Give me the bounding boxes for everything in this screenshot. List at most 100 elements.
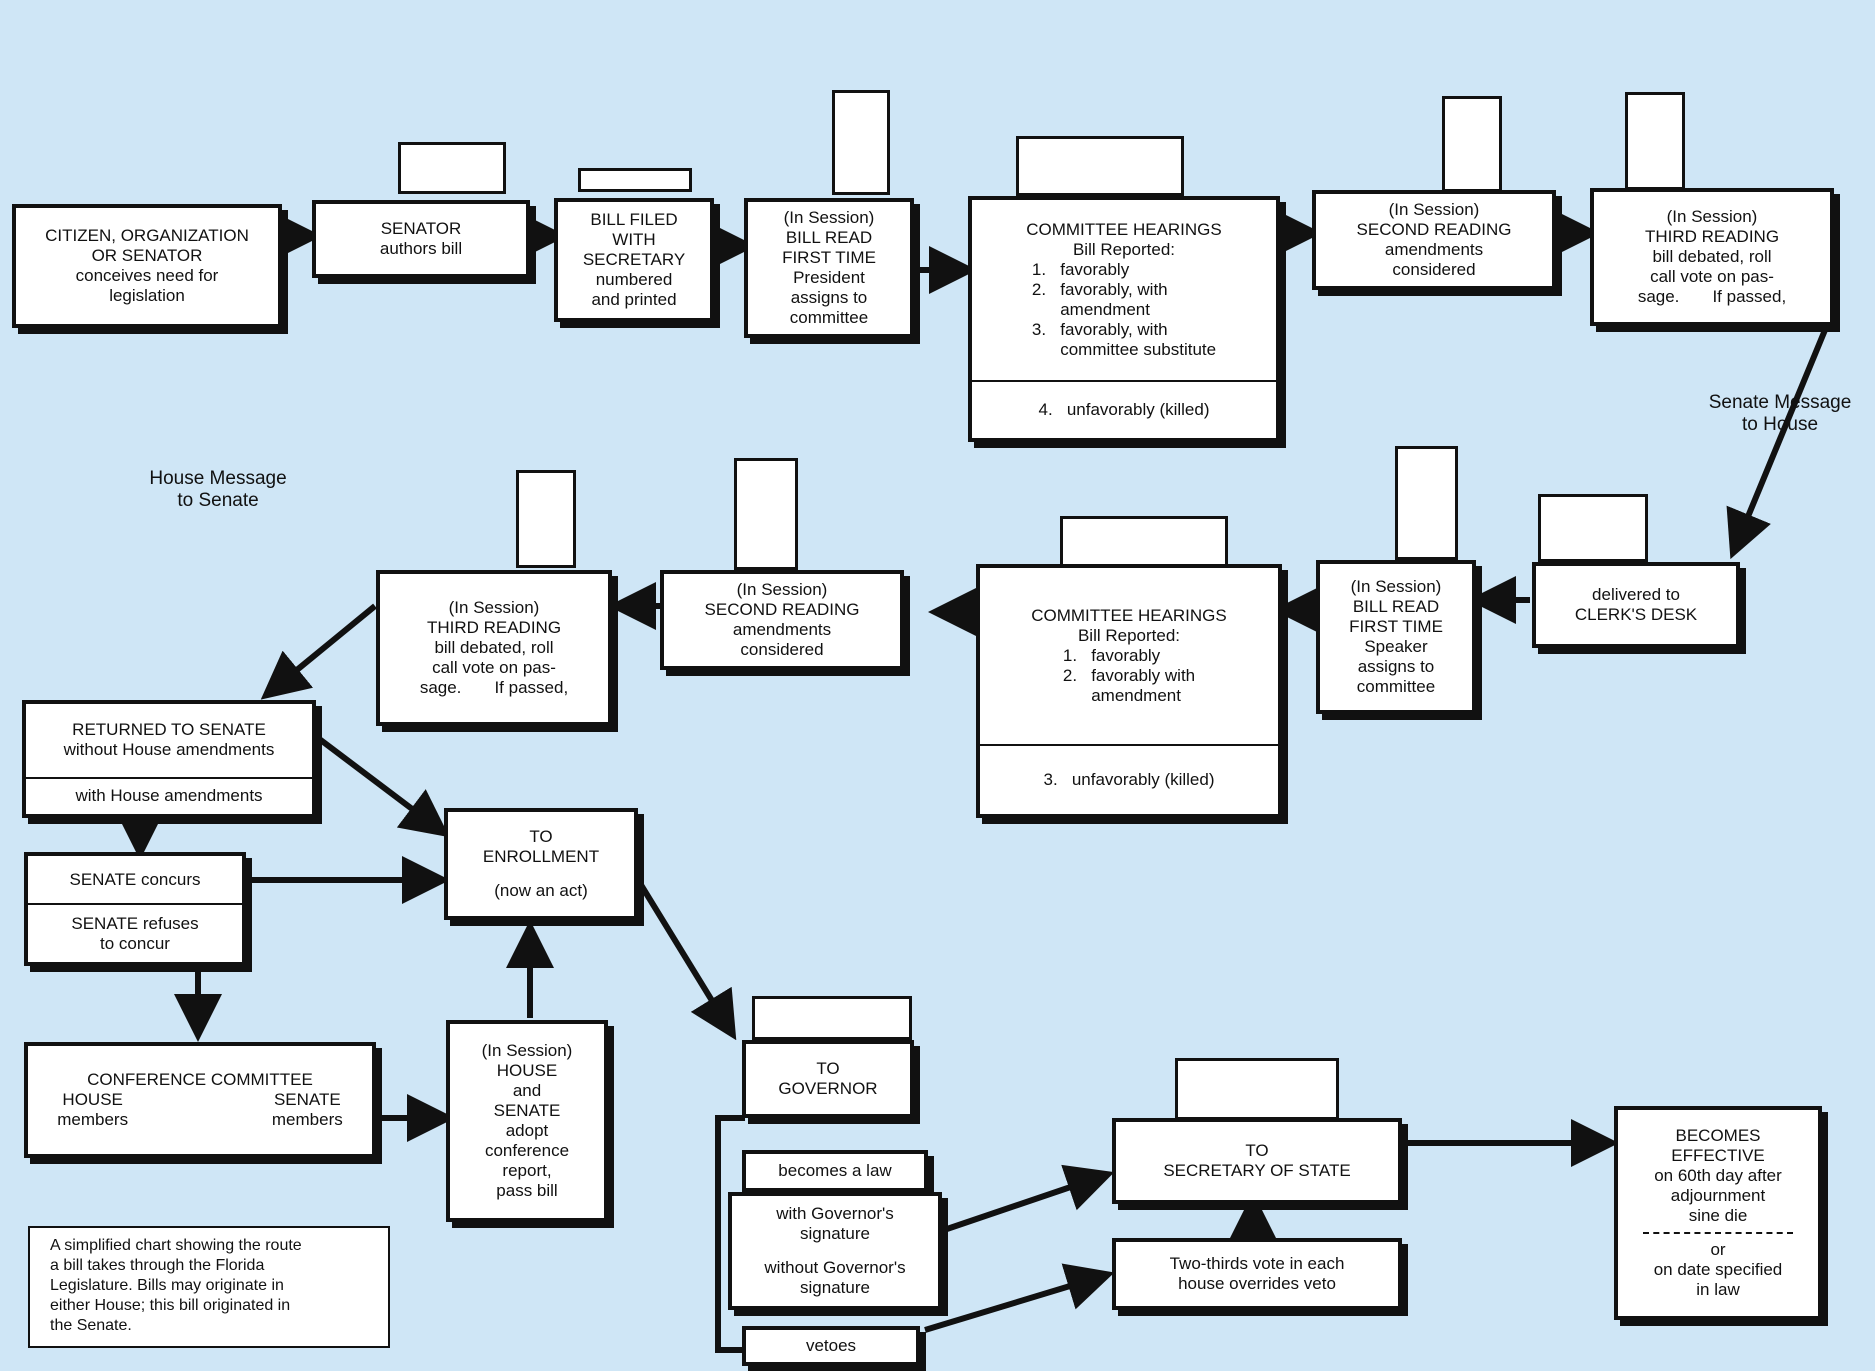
citizen-line-3: conceives need for <box>75 266 219 285</box>
senate-committee-killed: 4. unfavorably (killed) <box>972 380 1276 438</box>
senate-first-line-5: assigns to <box>790 288 868 307</box>
returned-without-text: without House amendments <box>63 740 275 760</box>
conference-senate-line-2: members <box>271 1110 343 1129</box>
filed-line-4: numbered <box>595 270 673 289</box>
conference-senate-line-1: SENATE <box>273 1090 341 1109</box>
filed-line-1: BILL FILED <box>590 210 678 229</box>
house-third-line-2: THIRD READING <box>426 618 562 637</box>
note-line-5: the Senate. <box>50 1317 132 1334</box>
arrow-vetoes-to-override <box>924 1263 1115 1333</box>
house-message-line-1: House Message <box>149 468 287 489</box>
senate-committee-item: 3. favorably, with <box>1031 320 1168 339</box>
senate-refuses: SENATE refuses to concur <box>28 903 242 962</box>
house-first-line-5: assigns to <box>1357 657 1435 676</box>
arrow-third-to-clerk <box>1726 328 1828 560</box>
conference-house-line-2: members <box>57 1110 129 1129</box>
conference-house-line-1: HOUSE <box>62 1090 123 1109</box>
senate-committee-title: COMMITTEE HEARINGS <box>1026 220 1222 239</box>
adopt-line-8: pass bill <box>496 1181 558 1200</box>
note-line-1: A simplified chart showing the route <box>50 1237 302 1254</box>
senate-committee-item: 2. favorably, with <box>1031 280 1168 299</box>
house-first-line-2: BILL READ <box>1352 597 1440 616</box>
returned-without-amendments: RETURNED TO SENATE without House amendme… <box>26 704 312 777</box>
house-committee-subtitle: Bill Reported: <box>1077 626 1181 645</box>
adopt-line-3: and <box>512 1081 542 1100</box>
filed-line-2: WITH <box>612 230 656 249</box>
senate-first-line-6: committee <box>789 308 869 327</box>
senate-concurs-text: SENATE concurs <box>69 869 201 889</box>
adopt-line-1: (In Session) <box>481 1041 573 1060</box>
conference-title: CONFERENCE COMMITTEE <box>87 1070 313 1089</box>
senate-committee-list: 1. favorably 2. favorably, with amendmen… <box>1032 260 1216 360</box>
governor-line-1: TO <box>816 1059 840 1078</box>
clerk-line-1: delivered to <box>1592 585 1680 604</box>
senate-second-reading-box: (In Session) SECOND READING amendments c… <box>1312 190 1556 290</box>
senate-message-label: Senate Message to House <box>1690 392 1870 436</box>
effective-line-8: in law <box>1696 1280 1740 1299</box>
senate-concur-box: SENATE concurs SENATE refuses to concur <box>24 852 246 966</box>
explanatory-note: A simplified chart showing the route a b… <box>28 1226 390 1348</box>
house-first-line-4: Speaker <box>1364 637 1428 656</box>
senate-third-line-5: sage. If passed, <box>1637 287 1787 306</box>
secretary-of-state-box: TO SECRETARY OF STATE <box>1112 1118 1402 1204</box>
podium-senate-second <box>1442 96 1502 192</box>
house-committee-box: COMMITTEE HEARINGS Bill Reported: 1. fav… <box>976 564 1282 818</box>
arrow-returned-to-enrollment <box>316 735 450 838</box>
effective-line-3: on 60th day after <box>1654 1166 1782 1185</box>
senate-third-line-3: bill debated, roll <box>1652 247 1772 266</box>
vetoes-text: vetoes <box>805 1336 857 1355</box>
senate-committee-box: COMMITTEE HEARINGS Bill Reported: 1. fav… <box>968 196 1280 442</box>
becomes-law-text: becomes a law <box>778 1161 892 1180</box>
senate-first-line-2: BILL READ <box>785 228 873 247</box>
senator-box: SENATOR authors bill <box>312 200 530 278</box>
adopt-line-2: HOUSE <box>496 1061 558 1080</box>
senate-committee-subtitle: Bill Reported: <box>1072 240 1176 259</box>
podium-secretary-state <box>1175 1058 1339 1120</box>
governor-bracket <box>715 1115 745 1353</box>
signature-line-1: with Governor's <box>776 1204 894 1223</box>
effective-line-6: or <box>1710 1240 1726 1259</box>
house-committee-killed-text: 3. unfavorably (killed) <box>1043 770 1215 789</box>
becomes-effective-box: BECOMES EFFECTIVE on 60th day after adjo… <box>1614 1106 1822 1320</box>
senate-first-reading-box: (In Session) BILL READ FIRST TIME Presid… <box>744 198 914 338</box>
senator-line-2: authors bill <box>379 239 463 258</box>
conference-committee-box: CONFERENCE COMMITTEE HOUSE members SENAT… <box>24 1042 376 1158</box>
conference-members: HOUSE members SENATE members <box>57 1090 343 1130</box>
returned-title: RETURNED TO SENATE <box>72 720 266 740</box>
house-second-line-2: SECOND READING <box>704 600 860 619</box>
adopt-line-4: SENATE <box>493 1101 561 1120</box>
secretary-line-2: SECRETARY OF STATE <box>1163 1161 1351 1180</box>
citizen-line-4: legislation <box>109 286 185 305</box>
house-first-line-6: committee <box>1356 677 1436 696</box>
effective-line-2: EFFECTIVE <box>1671 1146 1765 1165</box>
podium-house-third <box>516 470 576 568</box>
signature-line-4: without Governor's <box>764 1258 906 1277</box>
house-committee-title: COMMITTEE HEARINGS <box>1031 606 1227 625</box>
enrollment-line-4: (now an act) <box>494 881 588 900</box>
senate-second-line-1: (In Session) <box>1388 200 1480 219</box>
clerk-line-2: CLERK'S DESK <box>1574 605 1698 624</box>
signature-line-2: signature <box>800 1224 870 1243</box>
podium-house-committee <box>1060 516 1228 568</box>
governor-line-2: GOVERNOR <box>778 1079 878 1098</box>
senate-committee-item: amendment <box>1031 300 1150 319</box>
enrollment-line-1: TO <box>529 827 553 846</box>
senate-concurs: SENATE concurs <box>28 856 242 903</box>
senate-second-line-4: considered <box>1392 260 1476 279</box>
citizen-line-2: OR SENATOR <box>91 246 203 265</box>
enrollment-box: TO ENROLLMENT (now an act) <box>444 808 638 920</box>
senate-third-line-2: THIRD READING <box>1644 227 1780 246</box>
house-message-line-2: to Senate <box>177 490 259 511</box>
podium-house-second <box>734 458 798 570</box>
conference-senate: SENATE members <box>272 1090 343 1130</box>
senate-third-line-4: call vote on pas- <box>1650 267 1774 286</box>
effective-line-1: BECOMES <box>1675 1126 1761 1145</box>
arrow-third-to-returned <box>260 603 377 700</box>
house-message-label: House Message to Senate <box>128 468 308 512</box>
effective-line-4: adjournment <box>1670 1186 1766 1205</box>
house-first-line-3: FIRST TIME <box>1349 617 1443 636</box>
house-committee-killed: 3. unfavorably (killed) <box>980 744 1278 814</box>
citizen-line-1: CITIZEN, ORGANIZATION <box>45 226 249 245</box>
podium-senate-desk <box>398 142 506 194</box>
senate-third-line-1: (In Session) <box>1666 207 1758 226</box>
